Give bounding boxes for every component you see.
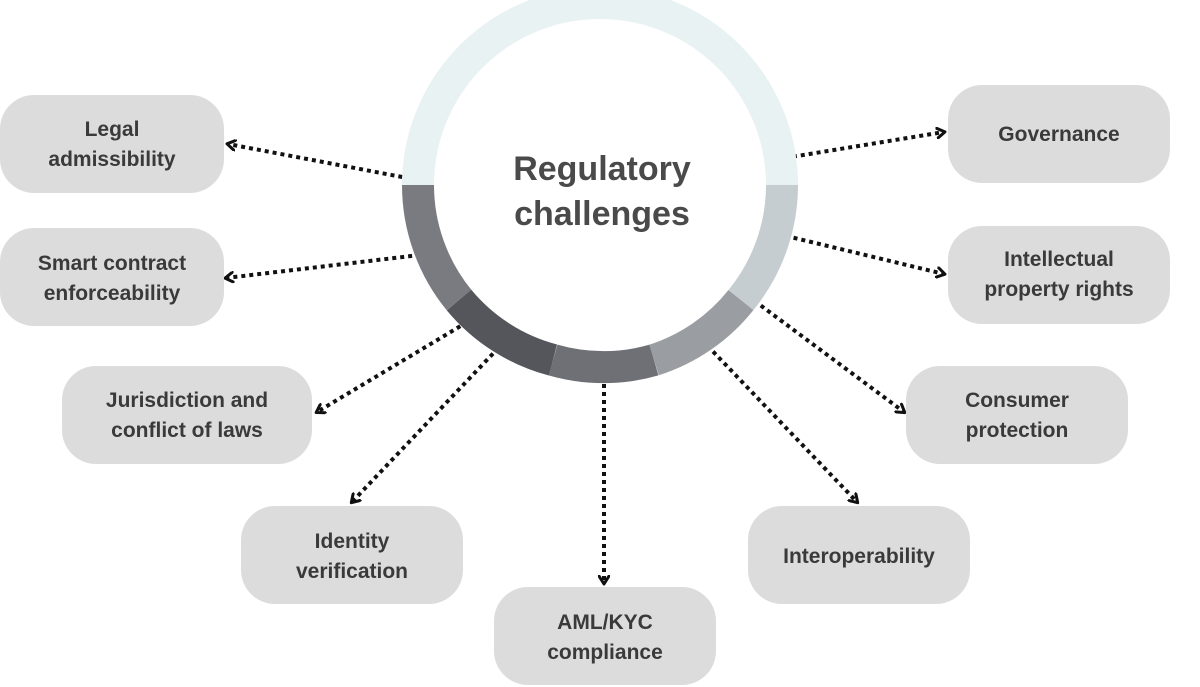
node-interoperability: Interoperability [748,506,970,604]
arrow-to-intellectual-property-rights [777,232,944,274]
arrows [226,132,944,583]
center-title-line2: challenges [514,195,690,233]
ring-segment-2 [446,289,558,376]
node-legal-admissibility: Legal admissibility [0,95,224,193]
center-ring: Regulatory challenges [402,0,798,384]
ring-top-segment [402,0,798,186]
node-governance: Governance [948,85,1170,183]
node-label-line2: protection [966,419,1069,442]
node-label-line2: admissibility [48,148,176,171]
arrow-to-legal-admissibility [228,144,419,182]
node-label-line1: AML/KYC [557,611,653,634]
node-consumer-protection: Consumer protection [906,366,1128,464]
node-aml-kyc-compliance: AML/KYC compliance [494,587,716,685]
node-label-line2: compliance [547,641,663,664]
arrow-to-governance [784,132,944,160]
node-label-line1: Interoperability [783,545,935,568]
arrow-to-smart-contract-enforceability [226,252,429,278]
node-label-line2: property rights [984,278,1133,301]
ring-segment-4 [648,289,754,376]
node-label-line1: Identity [315,530,390,553]
ring-segment-1 [402,184,472,311]
node-label-line2: conflict of laws [111,419,263,442]
node-jurisdiction-conflict-of-laws: Jurisdiction and conflict of laws [62,366,312,464]
arrow-to-interoperability [700,338,857,502]
node-label-line1: Intellectual [1004,248,1114,271]
node-label-line2: verification [296,560,408,583]
node-intellectual-property-rights: Intellectual property rights [948,226,1170,324]
node-identity-verification: Identity verification [241,506,463,604]
arrow-to-identity-verification [352,340,506,502]
node-label-line1: Legal [85,118,140,141]
node-label-line1: Smart contract [38,252,186,275]
node-smart-contract-enforceability: Smart contract enforceability [0,228,224,326]
ring-segment-5 [728,184,798,311]
ring-segment-3 [548,344,659,384]
node-label-line1: Jurisdiction and [106,389,268,412]
arrow-to-jurisdiction-conflict-of-laws [317,316,476,412]
node-label-line1: Consumer [965,389,1069,412]
arrow-to-consumer-protection [746,294,904,412]
node-label-line2: enforceability [44,282,181,305]
node-label-line1: Governance [998,123,1119,146]
center-title-line1: Regulatory [513,150,691,188]
